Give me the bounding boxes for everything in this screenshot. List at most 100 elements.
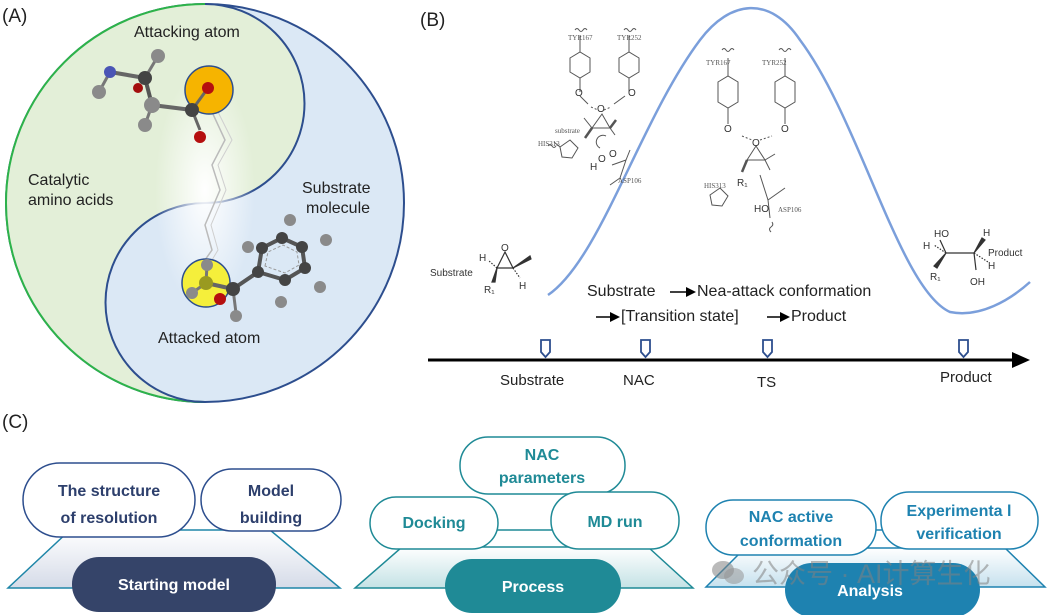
product-h1: H	[923, 241, 930, 252]
pill-experimental-line2: verification	[916, 526, 1001, 543]
svg-text:HO: HO	[754, 204, 769, 215]
base-analysis-label: Analysis	[837, 583, 903, 600]
product-ho: HO	[934, 229, 949, 240]
lightning-bolt	[197, 111, 226, 271]
nac-structure	[547, 28, 640, 186]
axis-label-substrate: Substrate	[500, 372, 565, 389]
product-h2: H	[983, 228, 990, 239]
base-analysis	[785, 563, 980, 615]
pill-model-building	[200, 468, 342, 532]
pill-experimental-verification	[880, 491, 1039, 550]
substrate-structure-label: Substrate	[430, 268, 473, 279]
watermark: 公众号 · AI计算生化	[712, 552, 991, 591]
substrate-molecule	[186, 214, 332, 322]
substrate-epoxide	[487, 250, 532, 283]
attacked-atom-label: Attacked atom	[158, 330, 261, 347]
base-process-label: Process	[502, 579, 564, 596]
marker-ts	[762, 339, 773, 359]
center-glow	[155, 70, 255, 310]
pill-nac-line2: parameters	[499, 470, 585, 487]
his313-label-2: HIS313	[704, 182, 726, 190]
pill-nac-active-conformation	[705, 499, 877, 556]
asp106-label-1: ASP106	[618, 177, 642, 185]
asp106-label-2: ASP106	[778, 206, 802, 214]
substrate-molecule-label-line2: molecule	[306, 200, 371, 217]
axis-label-nac: NAC	[623, 372, 655, 389]
attacking-atom-label: Attacking atom	[134, 24, 240, 41]
wechat-icon	[712, 559, 746, 585]
epoxide-h1: H	[479, 253, 486, 264]
axis-label-ts: TS	[757, 374, 777, 391]
catalytic-label-line2: amino acids	[28, 192, 114, 209]
yin-yang-diagram	[5, 3, 405, 403]
pill-nac-parameters	[459, 436, 626, 495]
product-r1: R₁	[930, 272, 941, 283]
pill-docking-label: Docking	[402, 515, 465, 532]
svg-text:O: O	[575, 88, 583, 99]
product-oh: OH	[970, 277, 985, 288]
product-diol	[933, 237, 989, 271]
svg-text:R₁: R₁	[737, 178, 748, 189]
substrate-molecule-label-line1: Substrate	[302, 180, 371, 197]
tyr252-label-2: TYR252	[762, 59, 787, 67]
pill-md-run	[550, 491, 680, 550]
product-h3: H	[988, 261, 995, 272]
panel-c-label: (C)	[2, 412, 29, 433]
svg-text:O: O	[597, 104, 605, 115]
svg-text:H: H	[590, 162, 597, 173]
pill-nac-active-line2: conformation	[740, 533, 842, 550]
svg-text:O: O	[598, 154, 606, 165]
marker-product	[958, 339, 969, 359]
watermark-text: 公众号 · AI计算生化	[752, 559, 991, 589]
lightning-bolt-edge	[205, 111, 233, 271]
pill-nac-line1: NAC	[525, 447, 560, 464]
marker-substrate	[540, 339, 551, 359]
panel-b-label: (B)	[420, 10, 446, 31]
substrate-small-label: substrate	[555, 127, 580, 135]
ts-structure	[709, 48, 796, 233]
his313-label-1: HIS313	[538, 140, 560, 148]
reaction-step-ts: [Transition state]	[621, 308, 739, 325]
product-structure-label: Product	[988, 248, 1023, 259]
axis-arrowhead	[1012, 352, 1030, 368]
svg-text:O: O	[752, 138, 760, 149]
nac-labels: TYR167 TYR252 substrate HIS313 ASP106 O …	[538, 34, 642, 185]
base-starting-model-label: Starting model	[118, 577, 230, 594]
pill-nac-active-line1: NAC active	[749, 509, 834, 526]
epoxide-r1: R₁	[484, 285, 495, 296]
base-starting-model	[72, 557, 276, 612]
reaction-step-nac: Nea-attack conformation	[697, 283, 872, 300]
group-analysis: NAC active conformation Experimenta l ve…	[704, 491, 1047, 615]
pill-experimental-line1: Experimenta l	[907, 503, 1012, 520]
pill-structure-line1: The structure	[58, 483, 160, 500]
svg-text:O: O	[628, 88, 636, 99]
tyr167-label-2: TYR167	[706, 59, 731, 67]
svg-text:O: O	[609, 149, 617, 160]
pill-structure-resolution	[22, 462, 196, 538]
catalytic-border	[5, 3, 206, 403]
group-process: NAC parameters Docking MD run Process	[352, 436, 695, 613]
marker-nac	[640, 339, 651, 359]
pill-model-line1: Model	[248, 483, 294, 500]
pill-structure-line2: of resolution	[61, 510, 158, 527]
svg-text:O: O	[781, 124, 789, 135]
pill-model-line2: building	[240, 510, 302, 527]
energy-profile: TYR167 TYR252 substrate HIS313 ASP106 O …	[428, 6, 1031, 368]
tyr252-label-1: TYR252	[617, 34, 642, 42]
epoxide-h2: H	[519, 281, 526, 292]
reaction-arrows	[596, 287, 790, 322]
reaction-step-product: Product	[791, 308, 847, 325]
base-process	[445, 559, 621, 613]
axis-markers	[540, 339, 969, 359]
svg-text:O: O	[724, 124, 732, 135]
pill-md-run-label: MD run	[587, 514, 642, 531]
group-starting-model: The structure of resolution Model buildi…	[6, 462, 343, 612]
energy-curve	[547, 6, 1031, 315]
ts-labels: TYR167 TYR252 HIS313 ASP106 O O O R₁ HO	[704, 59, 802, 215]
catalytic-label-line1: Catalytic	[28, 172, 90, 189]
panel-a-label: (A)	[2, 6, 28, 27]
axis-label-product: Product	[940, 369, 992, 386]
epoxide-o: O	[501, 243, 509, 254]
reaction-step-substrate: Substrate	[587, 283, 656, 300]
